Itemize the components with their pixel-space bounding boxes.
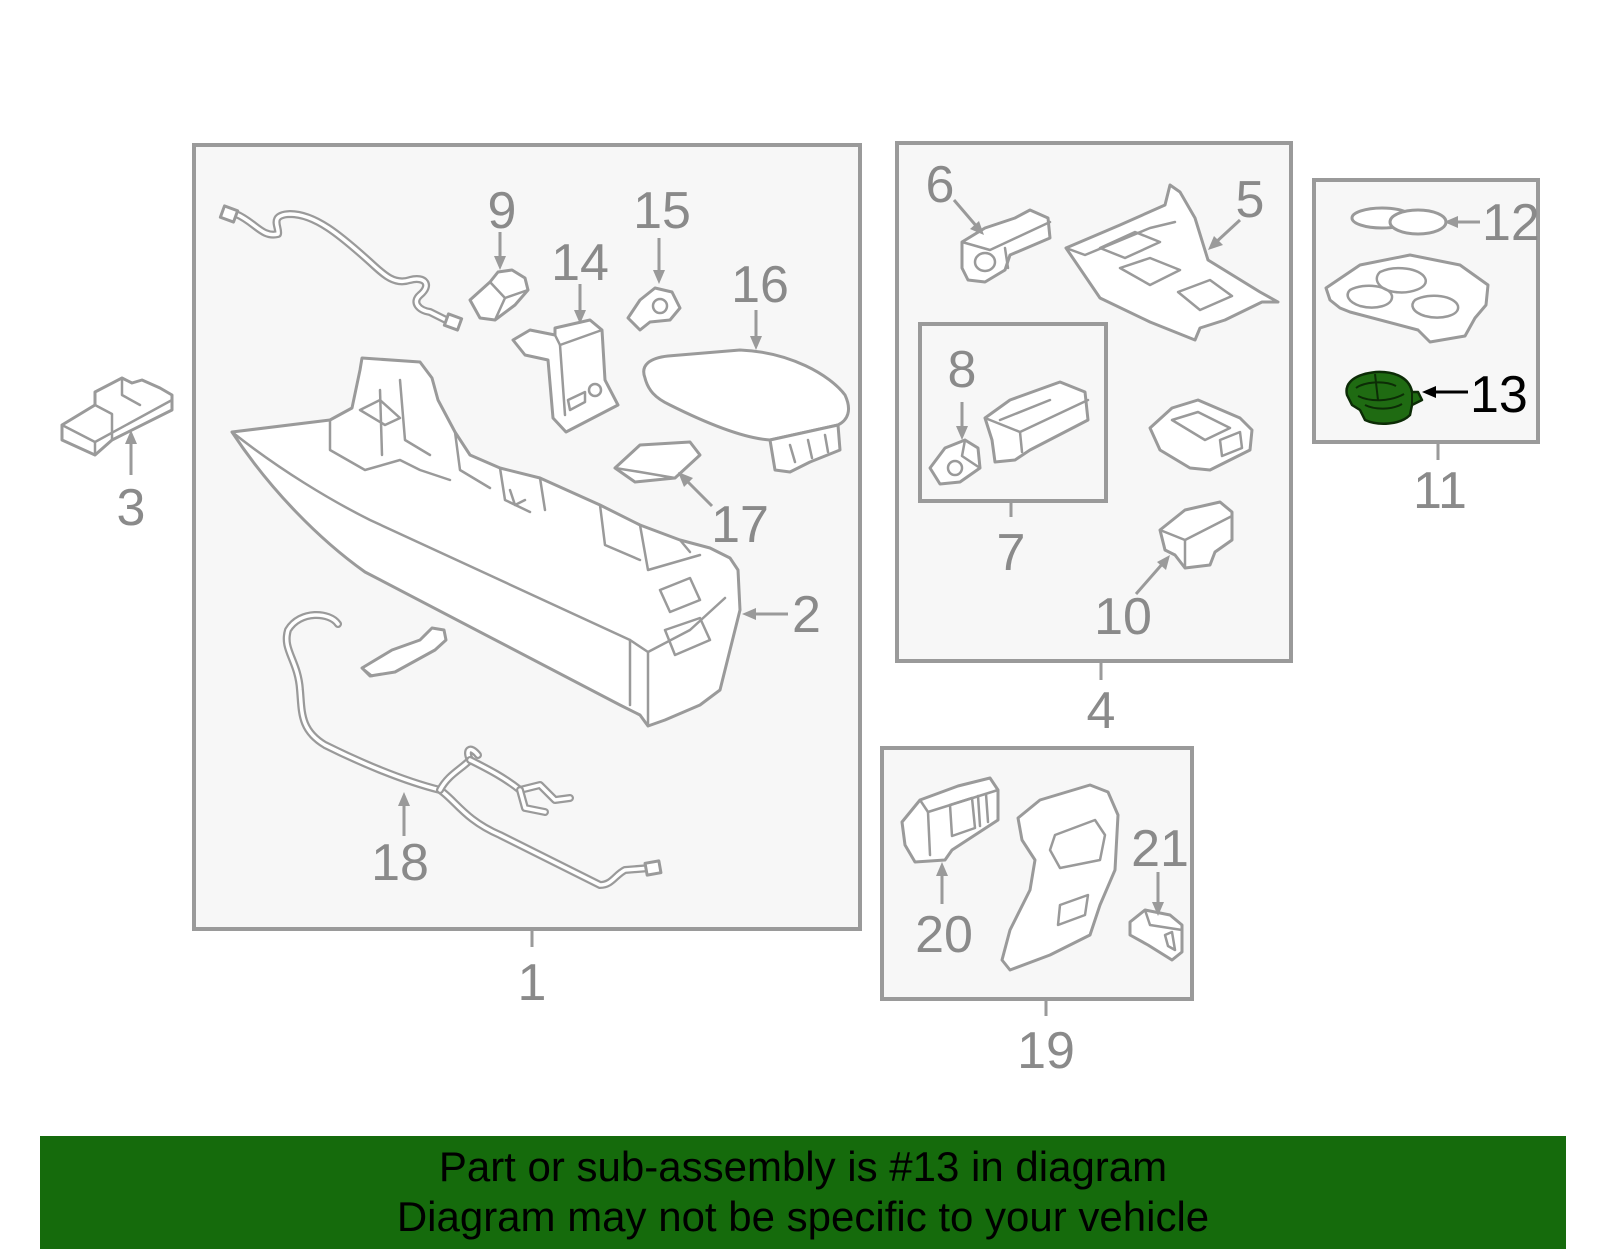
- callout-8: 8: [948, 341, 977, 399]
- callout-5: 5: [1236, 171, 1265, 229]
- part-15-clip: [626, 286, 682, 332]
- leader-6: [952, 199, 980, 229]
- part-bezel-panel: [1000, 783, 1120, 972]
- callout-14: 14: [551, 234, 609, 292]
- callout-2: 2: [792, 586, 821, 644]
- banner-line-1: Part or sub-assembly is #13 in diagram: [438, 1143, 1168, 1190]
- callout-6: 6: [926, 156, 955, 214]
- part-wire-harness-top: [218, 204, 464, 332]
- arrowhead-12: [1444, 216, 1458, 228]
- callout-20: 20: [915, 906, 973, 964]
- part-20-vent-assembly: [900, 776, 1000, 864]
- arrowhead-8: [956, 426, 968, 440]
- callout-3: 3: [117, 479, 146, 537]
- part-tray-insert: [1148, 398, 1254, 472]
- leader-17: [682, 476, 714, 508]
- arrowhead-10: [1157, 555, 1170, 570]
- arrowhead-14: [574, 310, 586, 324]
- callout-18: 18: [371, 834, 429, 892]
- part-3-bracket: [60, 376, 174, 457]
- arrowhead-9: [494, 256, 506, 270]
- callout-12: 12: [1482, 194, 1540, 252]
- part-13-highlighted: [1345, 370, 1424, 425]
- part-10-bin: [1158, 500, 1234, 570]
- part-2-console-body: [230, 356, 742, 728]
- parts-diagram: 1 2 3 4 5 6 7 8 9 10 11 12 13 14 15 16 1…: [60, 141, 1540, 1080]
- callout-10: 10: [1094, 588, 1152, 646]
- callout-17: 17: [711, 496, 769, 554]
- banner-line-2: Diagram may not be specific to your vehi…: [396, 1193, 1210, 1240]
- callout-1: 1: [518, 954, 547, 1012]
- arrowhead-2: [742, 608, 756, 620]
- leader-5: [1212, 218, 1242, 246]
- arrowhead-17: [678, 472, 693, 487]
- arrowhead-18: [398, 792, 410, 806]
- part-8-switch: [928, 438, 982, 486]
- part-21-switch: [1128, 908, 1184, 962]
- info-banner: Part or sub-assembly is #13 in diagram D…: [40, 1136, 1566, 1249]
- part-16-armrest-lid: [642, 348, 850, 474]
- callout-11: 11: [1413, 462, 1467, 520]
- callout-7: 7: [997, 524, 1026, 582]
- part-small-bracket: [360, 626, 448, 678]
- arrowhead-20: [936, 862, 948, 876]
- arrowhead-21: [1152, 902, 1164, 916]
- part-6-switch-housing: [960, 208, 1052, 284]
- part-18-wire-harness-lower: [282, 610, 663, 889]
- callout-13: 13: [1470, 366, 1528, 424]
- part-12-cup-mats: [1350, 206, 1448, 236]
- arrowhead-15: [653, 270, 665, 284]
- part-17-pad: [613, 440, 702, 484]
- part-9-switch: [468, 268, 530, 322]
- callout-4: 4: [1087, 682, 1116, 740]
- arrowhead-5: [1208, 236, 1223, 250]
- arrowhead-6: [970, 221, 984, 235]
- part-14-bracket: [511, 318, 620, 434]
- callout-19: 19: [1017, 1022, 1075, 1080]
- part-storage-bin: [983, 380, 1090, 464]
- leader-10: [1134, 561, 1166, 595]
- arrowhead-16: [750, 336, 762, 350]
- callout-16: 16: [731, 256, 789, 314]
- arrowhead-3: [125, 430, 137, 444]
- part-cup-holder: [1324, 253, 1490, 344]
- callout-9: 9: [488, 182, 517, 240]
- callout-15: 15: [633, 182, 691, 240]
- part-5-trim-panel: [1064, 183, 1280, 342]
- arrowhead-13: [1422, 386, 1436, 398]
- callout-21: 21: [1131, 820, 1189, 878]
